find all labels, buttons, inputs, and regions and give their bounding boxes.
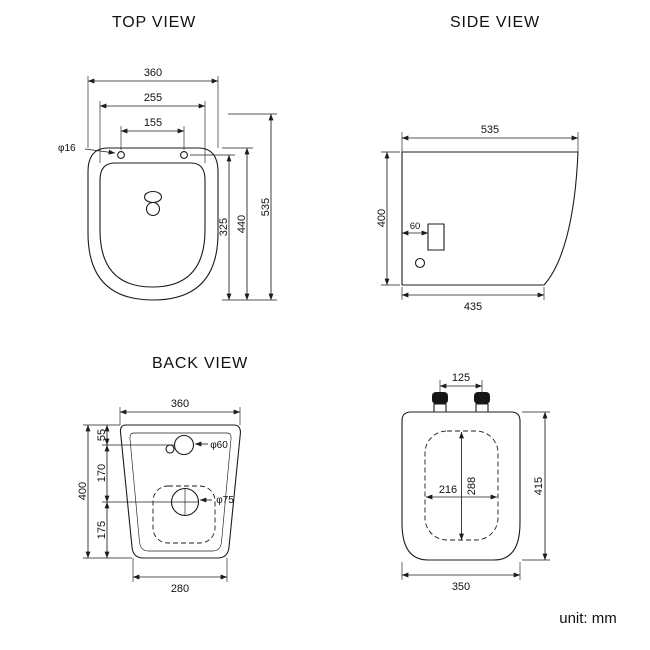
dim-top-overall-width: 360 xyxy=(87,67,219,148)
dim-label: 440 xyxy=(236,215,248,233)
dim-label: 155 xyxy=(144,117,162,129)
side-view: SIDE VIEW 535 400 60 435 xyxy=(376,14,579,313)
dim-label: 325 xyxy=(218,218,230,236)
dim-label: 125 xyxy=(452,372,470,384)
dim-top-rim-width: 255 xyxy=(99,92,206,163)
dim-back-outlet-diameter: φ75 xyxy=(199,495,234,506)
dim-top-bowl-depth: 440 xyxy=(222,147,253,301)
back-view-body-outline xyxy=(119,424,242,559)
dim-label: 350 xyxy=(452,581,470,593)
side-view-profile-outline xyxy=(401,151,579,286)
hinge-hole-left xyxy=(117,151,125,159)
back-view-inner-contour xyxy=(129,432,232,552)
flush-recess xyxy=(143,190,163,204)
dim-top-hinge-hole-diameter: φ16 xyxy=(58,143,116,155)
dim-label: 360 xyxy=(171,398,189,410)
dim-label: 55 xyxy=(96,429,108,441)
top-view: TOP VIEW 360 255 155 φ16 xyxy=(58,14,277,301)
hinge-cap-right xyxy=(474,392,490,404)
dim-label: 535 xyxy=(481,124,499,136)
back-view-title: BACK VIEW xyxy=(152,355,248,372)
top-view-bowl-outline xyxy=(87,147,219,301)
seat-view: 125 288 216 415 350 xyxy=(401,372,550,593)
dim-label: 400 xyxy=(376,209,388,227)
side-view-title: SIDE VIEW xyxy=(450,14,540,31)
dim-label: 216 xyxy=(439,484,457,496)
dim-label: 175 xyxy=(96,521,108,539)
dim-side-height: 400 xyxy=(376,151,400,286)
dim-label: 170 xyxy=(96,464,108,482)
hinge-bracket-right xyxy=(475,403,489,413)
dim-label: 415 xyxy=(533,477,545,495)
dim-side-outlet-offset: 60 xyxy=(401,221,429,236)
dim-label: 360 xyxy=(144,67,162,79)
dim-label: φ16 xyxy=(58,143,76,154)
hinge-cap-left xyxy=(432,392,448,404)
dim-label: 435 xyxy=(464,301,482,313)
fixing-hole xyxy=(414,257,426,269)
dim-top-hinge-spacing: 155 xyxy=(120,117,185,150)
top-view-title: TOP VIEW xyxy=(112,14,196,31)
dim-seat-hinge-spacing: 125 xyxy=(439,372,483,392)
back-view: BACK VIEW 360 55 170 175 xyxy=(77,355,248,595)
unit-label: unit: mm xyxy=(559,610,617,627)
dim-back-height: 400 xyxy=(77,424,91,559)
dim-back-inlet-to-outlet: 170 xyxy=(96,444,110,503)
dim-label: 400 xyxy=(77,482,89,500)
dim-top-inner-depth: 325 xyxy=(190,154,235,301)
dim-label: 255 xyxy=(144,92,162,104)
top-view-rim-inner-outline xyxy=(99,162,206,288)
inlet-side-hole xyxy=(165,444,175,454)
seat-lid-outline xyxy=(401,411,521,561)
dim-back-overall-width: 360 xyxy=(119,398,241,425)
dim-side-base-depth: 435 xyxy=(401,287,545,313)
water-inlet-hole xyxy=(173,434,195,456)
dim-side-overall-depth: 535 xyxy=(401,124,579,152)
dim-label: φ60 xyxy=(210,440,228,451)
dim-back-inlet-offset: 55 xyxy=(96,424,110,446)
dim-seat-inner-depth: 288 xyxy=(459,431,478,541)
dim-seat-overall-depth: 415 xyxy=(522,411,550,561)
dim-top-overall-depth: 535 xyxy=(222,113,277,301)
hinge-bracket-left xyxy=(433,403,447,413)
dim-seat-inner-width: 216 xyxy=(425,484,498,500)
dim-label: 535 xyxy=(260,198,272,216)
dim-back-outlet-to-floor: 175 xyxy=(96,501,110,559)
trapway-hidden-outline xyxy=(152,485,216,544)
hinge-hole-right xyxy=(180,151,188,159)
dim-back-base-width: 280 xyxy=(132,558,228,595)
flush-hole xyxy=(145,201,161,217)
dim-label: 288 xyxy=(466,477,478,495)
outlet-spigot xyxy=(427,223,445,251)
dim-label: 280 xyxy=(171,583,189,595)
dim-back-inlet-diameter: φ60 xyxy=(194,440,228,451)
dim-label: φ75 xyxy=(216,495,234,506)
dim-label: 60 xyxy=(410,221,421,232)
dim-seat-overall-width: 350 xyxy=(401,562,521,593)
